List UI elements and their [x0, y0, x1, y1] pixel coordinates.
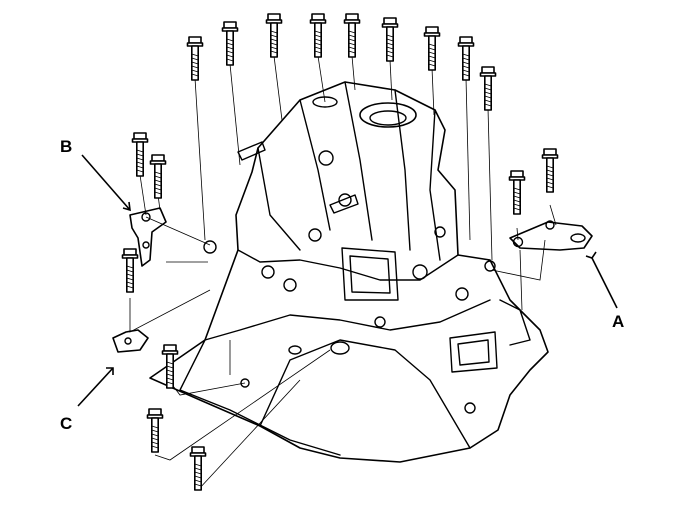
- bolt-icon: [309, 13, 327, 58]
- bracket-c: [112, 329, 149, 353]
- bolt-icon: [479, 66, 497, 111]
- bolt-icon: [189, 446, 207, 491]
- bolt-icon: [457, 36, 475, 81]
- bolt-icon: [541, 148, 559, 193]
- bracket-a: [509, 220, 593, 251]
- bolt-icon: [381, 17, 399, 62]
- callout-label-b: B: [60, 137, 73, 156]
- bolt-icon: [343, 13, 361, 58]
- bolt-icon: [149, 154, 167, 199]
- callout-arrows: [77, 154, 618, 407]
- bolt-icon: [423, 26, 441, 71]
- bolt-icon: [131, 132, 149, 177]
- bolt-icon: [121, 248, 139, 293]
- bolt-icon: [146, 408, 164, 453]
- bolt-icon: [221, 21, 239, 66]
- callout-label-a: A: [612, 312, 625, 331]
- transmission-housing-icon: [149, 81, 549, 463]
- bolt-icon: [186, 36, 204, 81]
- bolt-icon: [508, 170, 526, 215]
- callout-label-c: C: [60, 414, 73, 433]
- bolt-icon: [265, 13, 283, 58]
